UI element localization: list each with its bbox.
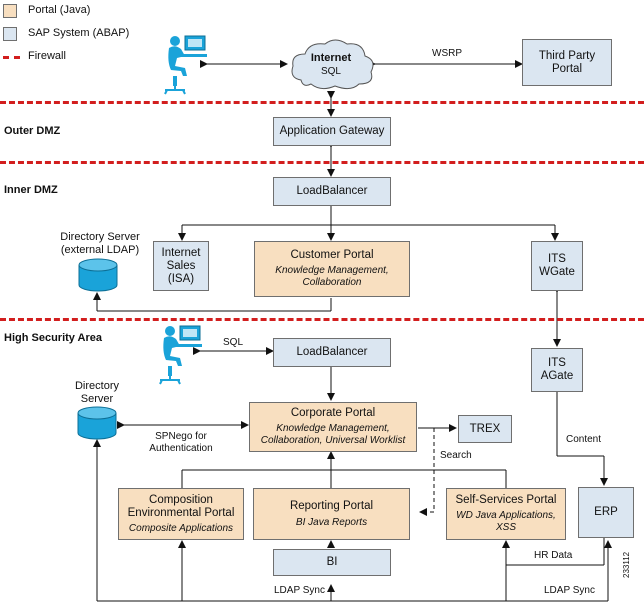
composition-title2: Environmental Portal xyxy=(127,506,235,519)
figure-id: 233112 xyxy=(622,551,631,578)
dir-server-line1: Directory xyxy=(74,380,119,392)
composition-title1: Composition xyxy=(149,493,213,506)
ldap-sync-left-label: LDAP Sync xyxy=(274,585,325,596)
sql-label: SQL xyxy=(223,337,244,348)
hr-data-label: HR Data xyxy=(534,550,573,561)
legend-portal-swatch xyxy=(3,4,17,18)
customer-portal-sub1: Knowledge Management, xyxy=(275,265,389,276)
customer-portal-title: Customer Portal xyxy=(290,249,374,261)
wsrp-label: WSRP xyxy=(432,48,462,59)
internet-sql-label: SQL xyxy=(320,66,341,77)
trex-node: TREX xyxy=(458,415,512,443)
ldap-sync-right-label: LDAP Sync xyxy=(544,585,595,596)
corporate-portal-node: Corporate Portal Knowledge Management, C… xyxy=(249,402,417,452)
loadbalancer-dmz-node: LoadBalancer xyxy=(273,177,391,206)
user-workstation-icon xyxy=(164,35,207,95)
spnego-line1: SPNego for xyxy=(155,431,207,442)
agate-line1: ITS xyxy=(548,357,566,369)
composition-sub: Composite Applications xyxy=(128,522,234,534)
isa-line2: Sales xyxy=(166,259,196,272)
corporate-portal-title: Corporate Portal xyxy=(290,407,376,419)
firewall-line-3 xyxy=(0,318,644,321)
internet-label: Internet xyxy=(310,52,352,64)
erp-node: ERP xyxy=(578,487,634,538)
dir-ext-line2: (external LDAP) xyxy=(60,244,140,256)
corporate-portal-sub1: Knowledge Management, xyxy=(276,423,390,434)
third-party-line1: Third Party xyxy=(538,49,596,62)
wgate-line1: ITS xyxy=(548,253,566,265)
search-label: Search xyxy=(440,450,472,461)
self-services-title: Self-Services Portal xyxy=(455,494,557,506)
agate-line2: AGate xyxy=(540,370,574,382)
legend-sap-swatch xyxy=(3,27,17,41)
bi-node: BI xyxy=(273,549,391,576)
loadbalancer-hs-node: LoadBalancer xyxy=(273,338,391,367)
zone-inner-dmz: Inner DMZ xyxy=(4,184,58,196)
corporate-portal-sub2: Collaboration, Universal Worklist xyxy=(260,435,406,446)
third-party-portal-node: Third Party Portal xyxy=(522,39,612,86)
reporting-sub: BI Java Reports xyxy=(295,516,368,528)
self-services-sub1: WD Java Applications, xyxy=(456,510,556,521)
wgate-line2: WGate xyxy=(539,266,575,278)
legend-firewall-swatch xyxy=(3,56,20,59)
edge-search xyxy=(419,428,435,516)
legend-firewall-label: Firewall xyxy=(28,50,66,62)
legend-portal-label: Portal (Java) xyxy=(28,4,91,16)
legend-sap-label: SAP System (ABAP) xyxy=(28,27,130,39)
spnego-line2: Authentication xyxy=(149,443,213,454)
dir-server-line2: Server xyxy=(80,393,114,405)
firewall-line-2 xyxy=(0,161,644,164)
internet-sales-node: Internet Sales (ISA) xyxy=(153,241,209,291)
user-workstation-icon-2 xyxy=(159,325,202,385)
customer-portal-node: Customer Portal Knowledge Management, Co… xyxy=(254,241,410,297)
zone-high-security: High Security Area xyxy=(4,332,103,344)
database-icon xyxy=(78,258,118,292)
application-gateway-node: Application Gateway xyxy=(273,117,391,146)
isa-line3: (ISA) xyxy=(167,272,195,285)
content-label: Content xyxy=(566,434,602,445)
isa-line1: Internet xyxy=(161,246,201,259)
reporting-title: Reporting Portal xyxy=(289,499,374,512)
dir-ext-line1: Directory Server xyxy=(60,231,140,243)
internet-cloud-icon xyxy=(291,39,374,90)
self-services-sub2: XSS xyxy=(495,522,516,533)
firewall-line-1 xyxy=(0,101,644,104)
customer-portal-sub2: Collaboration xyxy=(302,277,362,288)
its-agate-node: ITS AGate xyxy=(531,348,583,392)
its-wgate-node: ITS WGate xyxy=(531,241,583,291)
reporting-portal-node: Reporting Portal BI Java Reports xyxy=(253,488,410,540)
zone-outer-dmz: Outer DMZ xyxy=(4,125,61,137)
self-services-portal-node: Self-Services Portal WD Java Application… xyxy=(446,488,566,540)
database-icon-2 xyxy=(77,406,117,440)
composition-portal-node: Composition Environmental Portal Composi… xyxy=(118,488,244,540)
third-party-line2: Portal xyxy=(551,62,583,75)
